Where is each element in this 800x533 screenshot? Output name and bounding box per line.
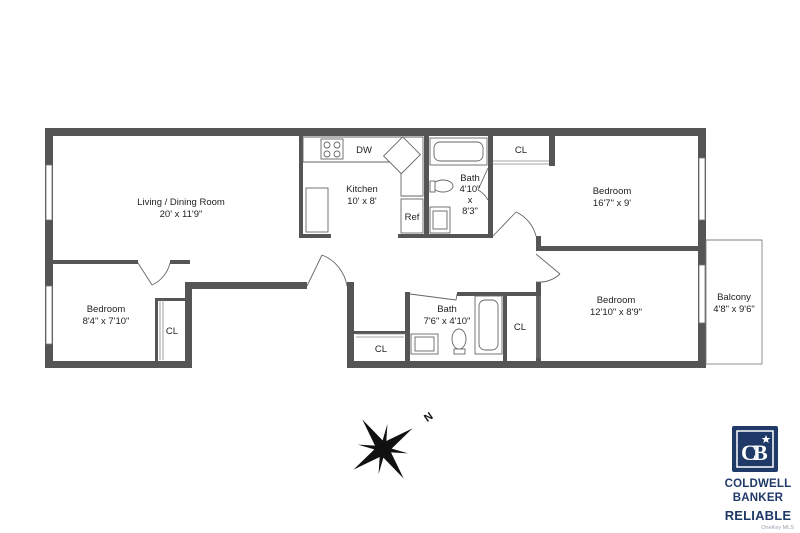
- kitchen-fixtures: [302, 136, 424, 234]
- wall-bedroom-upper-left-stub: [536, 236, 541, 250]
- svg-text:C: C: [741, 440, 757, 465]
- closet-doors: [159, 160, 549, 360]
- wall-kitchen-bottom-right: [398, 234, 428, 238]
- closet-label-left: CL: [166, 326, 178, 337]
- dishwasher-label: DW: [356, 145, 372, 156]
- wall-bedroom-left-top: [53, 260, 138, 264]
- balcony: [705, 239, 763, 365]
- wall-kitchen-right: [424, 136, 429, 238]
- closet-label-upper: CL: [515, 145, 527, 156]
- wall-bath-upper-right: [488, 136, 493, 238]
- room-name-balcony: Balcony: [717, 292, 751, 303]
- wall-mid-step: [185, 282, 307, 289]
- bath-fixtures: [410, 137, 503, 355]
- wall-cl-left-left: [155, 298, 158, 364]
- wall-bedroom-upper-bottom: [536, 246, 706, 251]
- interior-walls: [53, 136, 706, 364]
- coldwell-banker-cb-logo-icon: C B: [732, 426, 778, 472]
- wall-bath-lower-left: [405, 292, 410, 364]
- room-name-bedroom-lower-right: Bedroom: [597, 295, 636, 306]
- closet-label-lower-left: CL: [375, 344, 387, 355]
- compass-rose-icon: [353, 419, 413, 479]
- compass-north-label: N: [422, 410, 435, 424]
- brand-line-reliable: RELIABLE: [724, 508, 792, 523]
- toilet-upper-icon: [432, 179, 454, 193]
- wall-bedroom-lower-left: [536, 282, 541, 364]
- mls-watermark: OneKey MLS: [761, 525, 794, 531]
- brand-line-banker: BANKER: [732, 492, 784, 504]
- room-size-bath-upper-3: 8'3": [462, 206, 478, 217]
- wall-left: [45, 128, 53, 368]
- wall-kitchen-bottom: [299, 234, 331, 238]
- windows: [45, 157, 706, 345]
- wall-cl-upper-right: [549, 136, 555, 166]
- wall-bottom-right: [347, 361, 706, 368]
- room-size-bedroom-left: 8'4" x 7'10": [83, 316, 130, 327]
- room-size-living: 20' x 11'9": [160, 209, 203, 220]
- door-entry: [306, 254, 348, 287]
- room-size-bedroom-lower-right: 12'10" x 8'9": [590, 307, 642, 318]
- door-bath-upper: [477, 167, 489, 201]
- kitchen-island: [305, 187, 329, 233]
- sink-icon: [382, 136, 422, 175]
- door-swings: [137, 167, 561, 301]
- room-name-kitchen: Kitchen: [346, 184, 378, 195]
- wall-left-bedroom-right: [185, 282, 192, 368]
- window-living: [45, 164, 53, 221]
- door-bedroom-lower: [535, 253, 561, 283]
- wall-bedroom-left-top-right: [170, 260, 190, 264]
- wall-bath-lower-right: [503, 292, 507, 364]
- brand-logo: C B COLDWELL BANKER RELIABLE: [716, 424, 800, 533]
- room-size-kitchen: 10' x 8': [347, 196, 377, 207]
- wall-cl-left-top: [155, 298, 187, 301]
- window-balcony-door: [698, 264, 706, 324]
- room-name-bedroom-upper-right: Bedroom: [593, 186, 632, 197]
- room-name-bath-upper: Bath: [460, 173, 480, 184]
- wall-bottom-left: [45, 361, 192, 368]
- door-bedroom-upper: [492, 211, 537, 237]
- room-size-bath-upper-1: 4'10": [459, 184, 480, 195]
- wall-bath-lower-top: [457, 292, 539, 296]
- room-size-balcony: 4'8" x 9'6": [713, 304, 755, 315]
- door-bath-lower: [409, 293, 458, 301]
- window-bedroom-upper-right: [698, 157, 706, 221]
- wall-hall-lower-left: [347, 282, 354, 368]
- room-name-living: Living / Dining Room: [137, 197, 225, 208]
- room-size-bedroom-upper-right: 16'7" x 9': [593, 198, 631, 209]
- svg-text:B: B: [753, 440, 768, 465]
- wall-cl-lower-left-top: [354, 331, 405, 334]
- brand-line-coldwell: COLDWELL: [724, 478, 792, 490]
- room-labels: Living / Dining Room 20' x 11'9" Kitchen…: [83, 145, 755, 355]
- closet-label-lower-right: CL: [514, 322, 526, 333]
- wall-top: [45, 128, 706, 136]
- refrigerator-label: Ref: [405, 212, 420, 223]
- wall-bath-upper-bottom: [424, 234, 492, 238]
- refrigerator-icon: [400, 198, 424, 234]
- room-size-bath-lower: 7'6" x 4'10": [424, 316, 471, 327]
- room-name-bath-lower: Bath: [437, 304, 457, 315]
- wall-kitchen-left: [299, 136, 303, 238]
- toilet-lower-icon: [451, 328, 467, 350]
- door-bedroom-left: [137, 262, 171, 286]
- room-size-bath-upper-2: x: [468, 195, 473, 206]
- window-bedroom-left: [45, 285, 53, 345]
- room-name-bedroom-left: Bedroom: [87, 304, 126, 315]
